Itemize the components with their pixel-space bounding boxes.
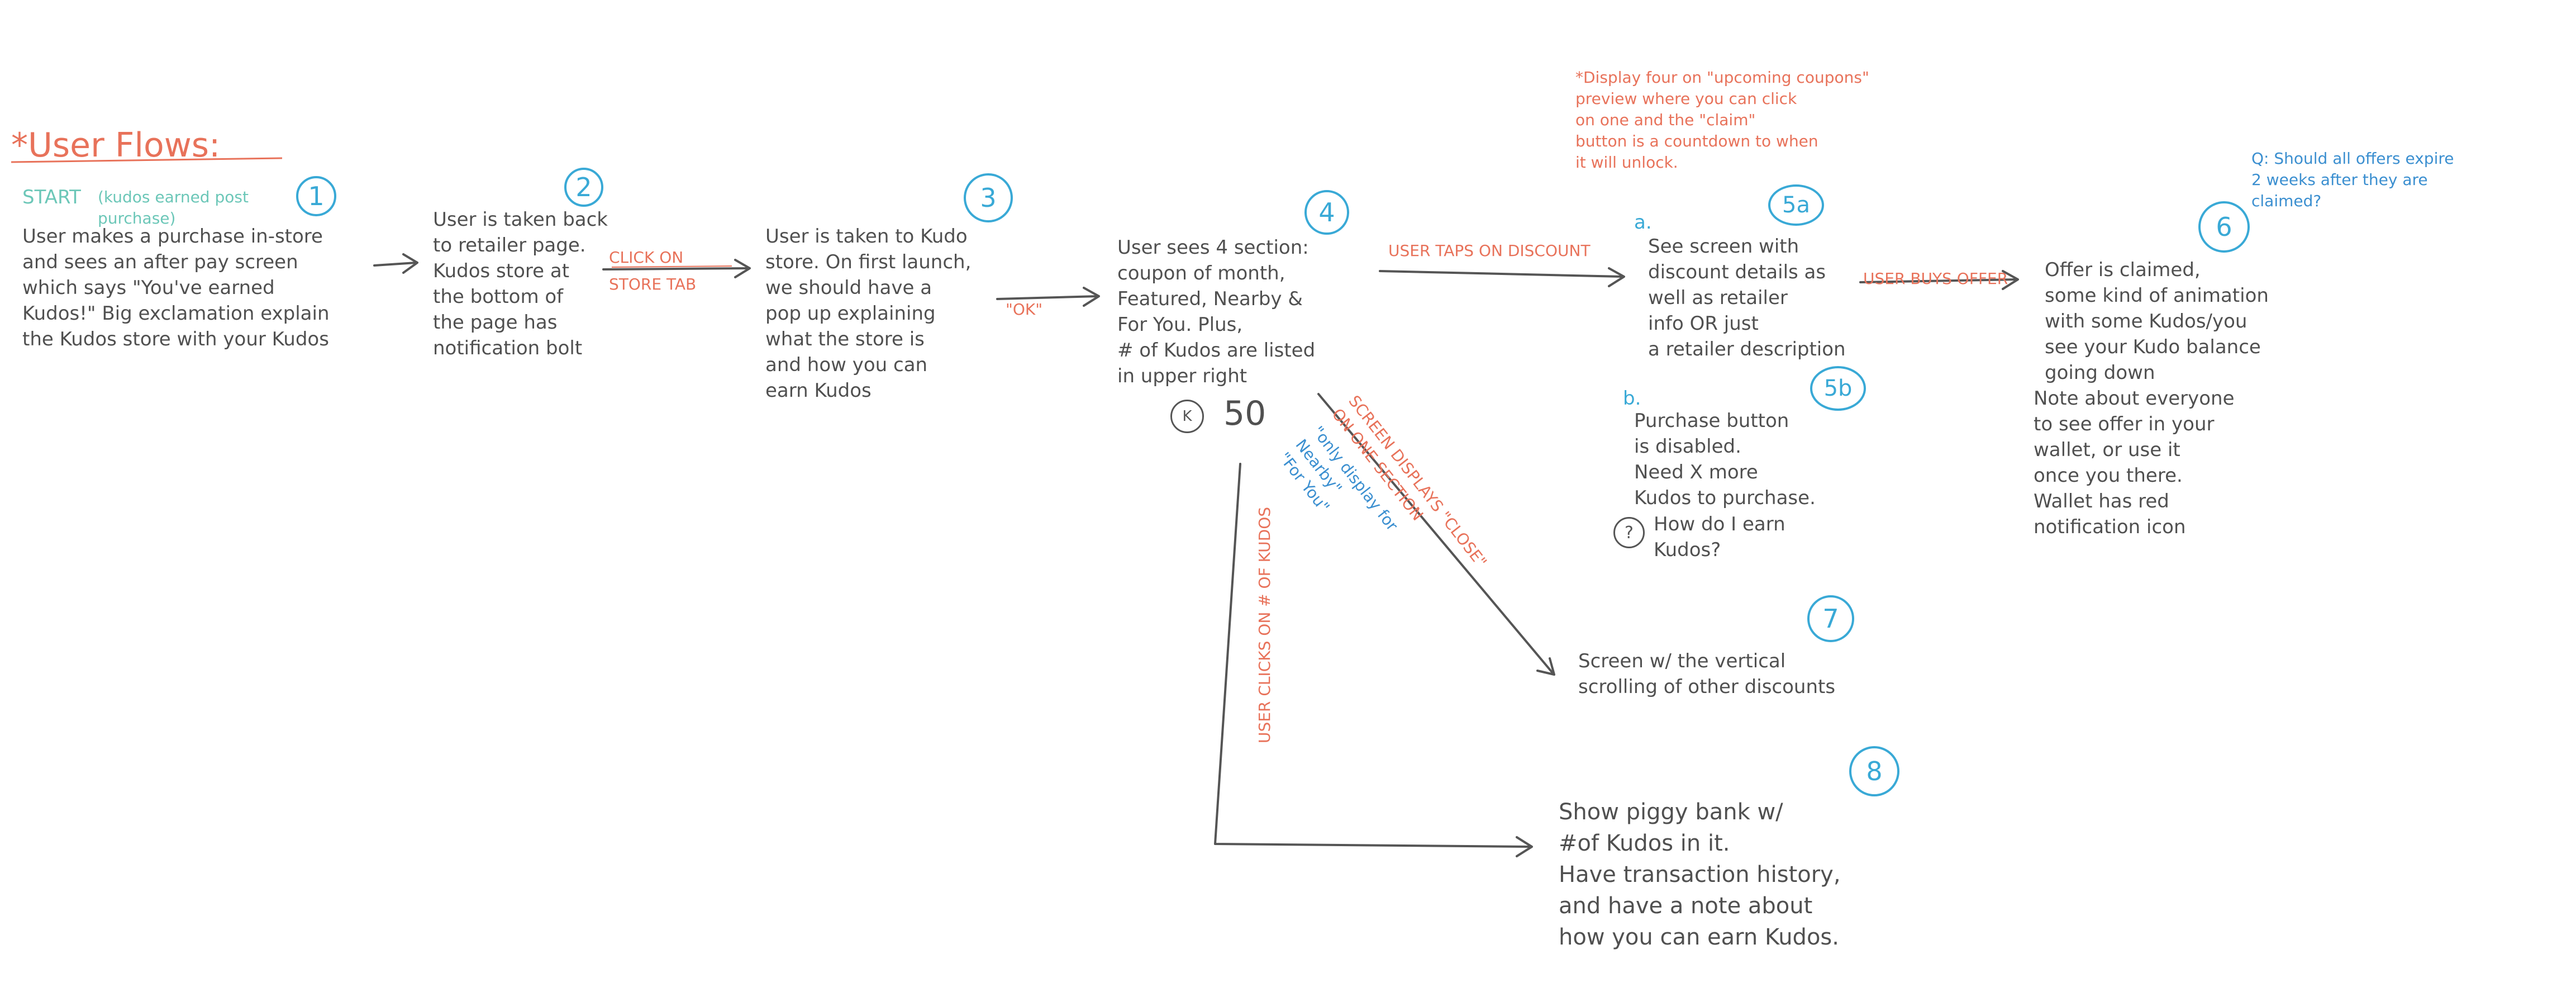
start-note: (kudos earned post purchase) (98, 188, 249, 227)
arrow-2-3 (602, 267, 750, 271)
arrow-4-7 (1317, 393, 1554, 675)
step-badge-6: 6 (2198, 201, 2250, 253)
arrow-4-5a-label: USER TAPS ON DISCOUNT (1388, 241, 1591, 260)
arrow-3-4 (996, 295, 1099, 300)
help-badge: ? (1613, 517, 1645, 548)
question-note: Q: Should all offers expire 2 weeks afte… (2251, 149, 2454, 210)
kudos-count: 50 (1223, 394, 1266, 433)
step-1-text: User makes a purchase in-store and sees … (22, 225, 330, 350)
arrow-1-2 (373, 262, 417, 267)
top-note: *Display four on "upcoming coupons" prev… (1575, 68, 1869, 172)
how-earn-text: How do I earn Kudos? (1654, 513, 1785, 561)
step-badge-4: 4 (1304, 190, 1349, 235)
arrow-5a-6 (1859, 278, 2018, 283)
step-6-text: Offer is claimed, some kind of animation… (2045, 259, 2269, 384)
kudos-coin-icon: K (1170, 400, 1204, 433)
step-badge-7: 7 (1807, 595, 1854, 642)
step-3-text: User is taken to Kudo store. On first la… (765, 225, 972, 402)
step-badge-2: 2 (564, 168, 603, 207)
arrow-4-8 (1214, 463, 1532, 848)
step-badge-3: 3 (964, 173, 1013, 222)
step-badge-8: 8 (1849, 746, 1899, 796)
step-5a-text: See screen with discount details as well… (1648, 235, 1846, 360)
step-badge-5a: 5a (1768, 184, 1824, 226)
page-title: *User Flows: (11, 126, 221, 165)
step-5a-label: a. (1634, 211, 1652, 234)
arrow-2-3-label-bottom: STORE TAB (609, 275, 697, 293)
step-8-text: Show piggy bank w/ #of Kudos in it. Have… (1559, 799, 1841, 950)
step-5b-text: Purchase button is disabled. Need X more… (1634, 410, 1816, 509)
step-5b-label: b. (1623, 387, 1641, 410)
start-label: START (22, 186, 81, 208)
arrow-4-8-label: USER CLICKS ON # OF KUDOS (1255, 506, 1274, 743)
arrow-4-5a (1379, 270, 1624, 278)
arrow-5a-6-label: USER BUYS OFFER (1863, 269, 2008, 288)
arrow-3-4-label: "OK" (1006, 300, 1043, 319)
arrow-2-3-label-top: CLICK ON (609, 248, 684, 267)
title-underline (11, 157, 283, 163)
step-4-text: User sees 4 section: coupon of month, Fe… (1117, 236, 1316, 387)
step-2-text: User is taken back to retailer page. Kud… (433, 208, 608, 359)
step-badge-1: 1 (296, 176, 336, 216)
step-7-text: Screen w/ the vertical scrolling of othe… (1578, 650, 1836, 698)
step-6-note: Note about everyone to see offer in your… (2034, 387, 2235, 538)
step-badge-5b: 5b (1810, 366, 1866, 411)
